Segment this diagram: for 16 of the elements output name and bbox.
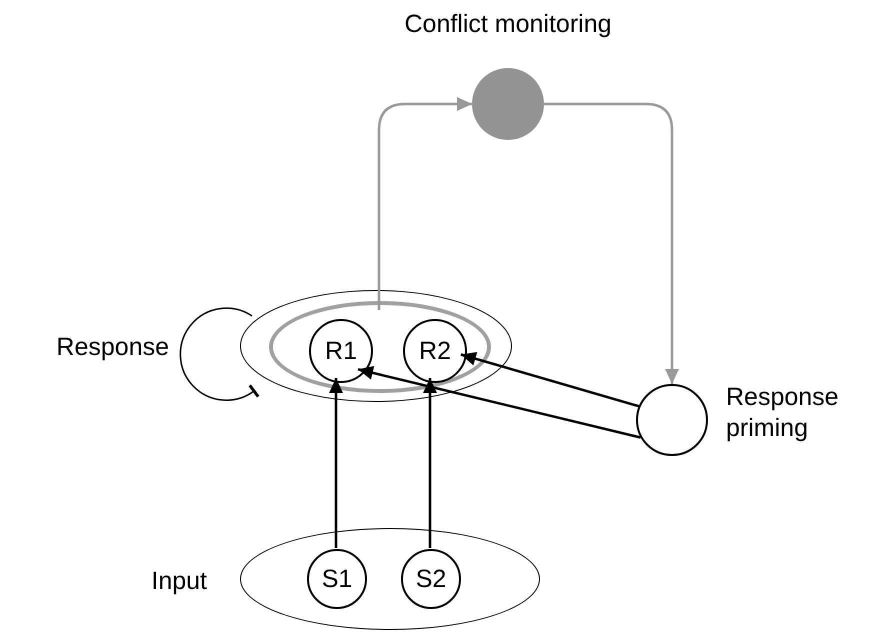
arrow [423, 378, 437, 548]
node-label: S1 [322, 566, 352, 592]
node-label: R1 [325, 338, 357, 364]
arrow [544, 102, 679, 384]
arrow [378, 97, 472, 310]
arrow [329, 378, 343, 548]
arrow [358, 366, 641, 439]
node-label: Conflict monitoring [404, 9, 612, 40]
arrow [460, 352, 640, 408]
ellipse [269, 301, 491, 393]
node-label: R2 [419, 338, 451, 364]
node-label: S2 [416, 566, 446, 592]
inhibitory-loop [180, 308, 260, 401]
node-label: Response priming [726, 382, 840, 444]
node-label: Input [151, 566, 207, 597]
node-label: Response [56, 332, 169, 363]
